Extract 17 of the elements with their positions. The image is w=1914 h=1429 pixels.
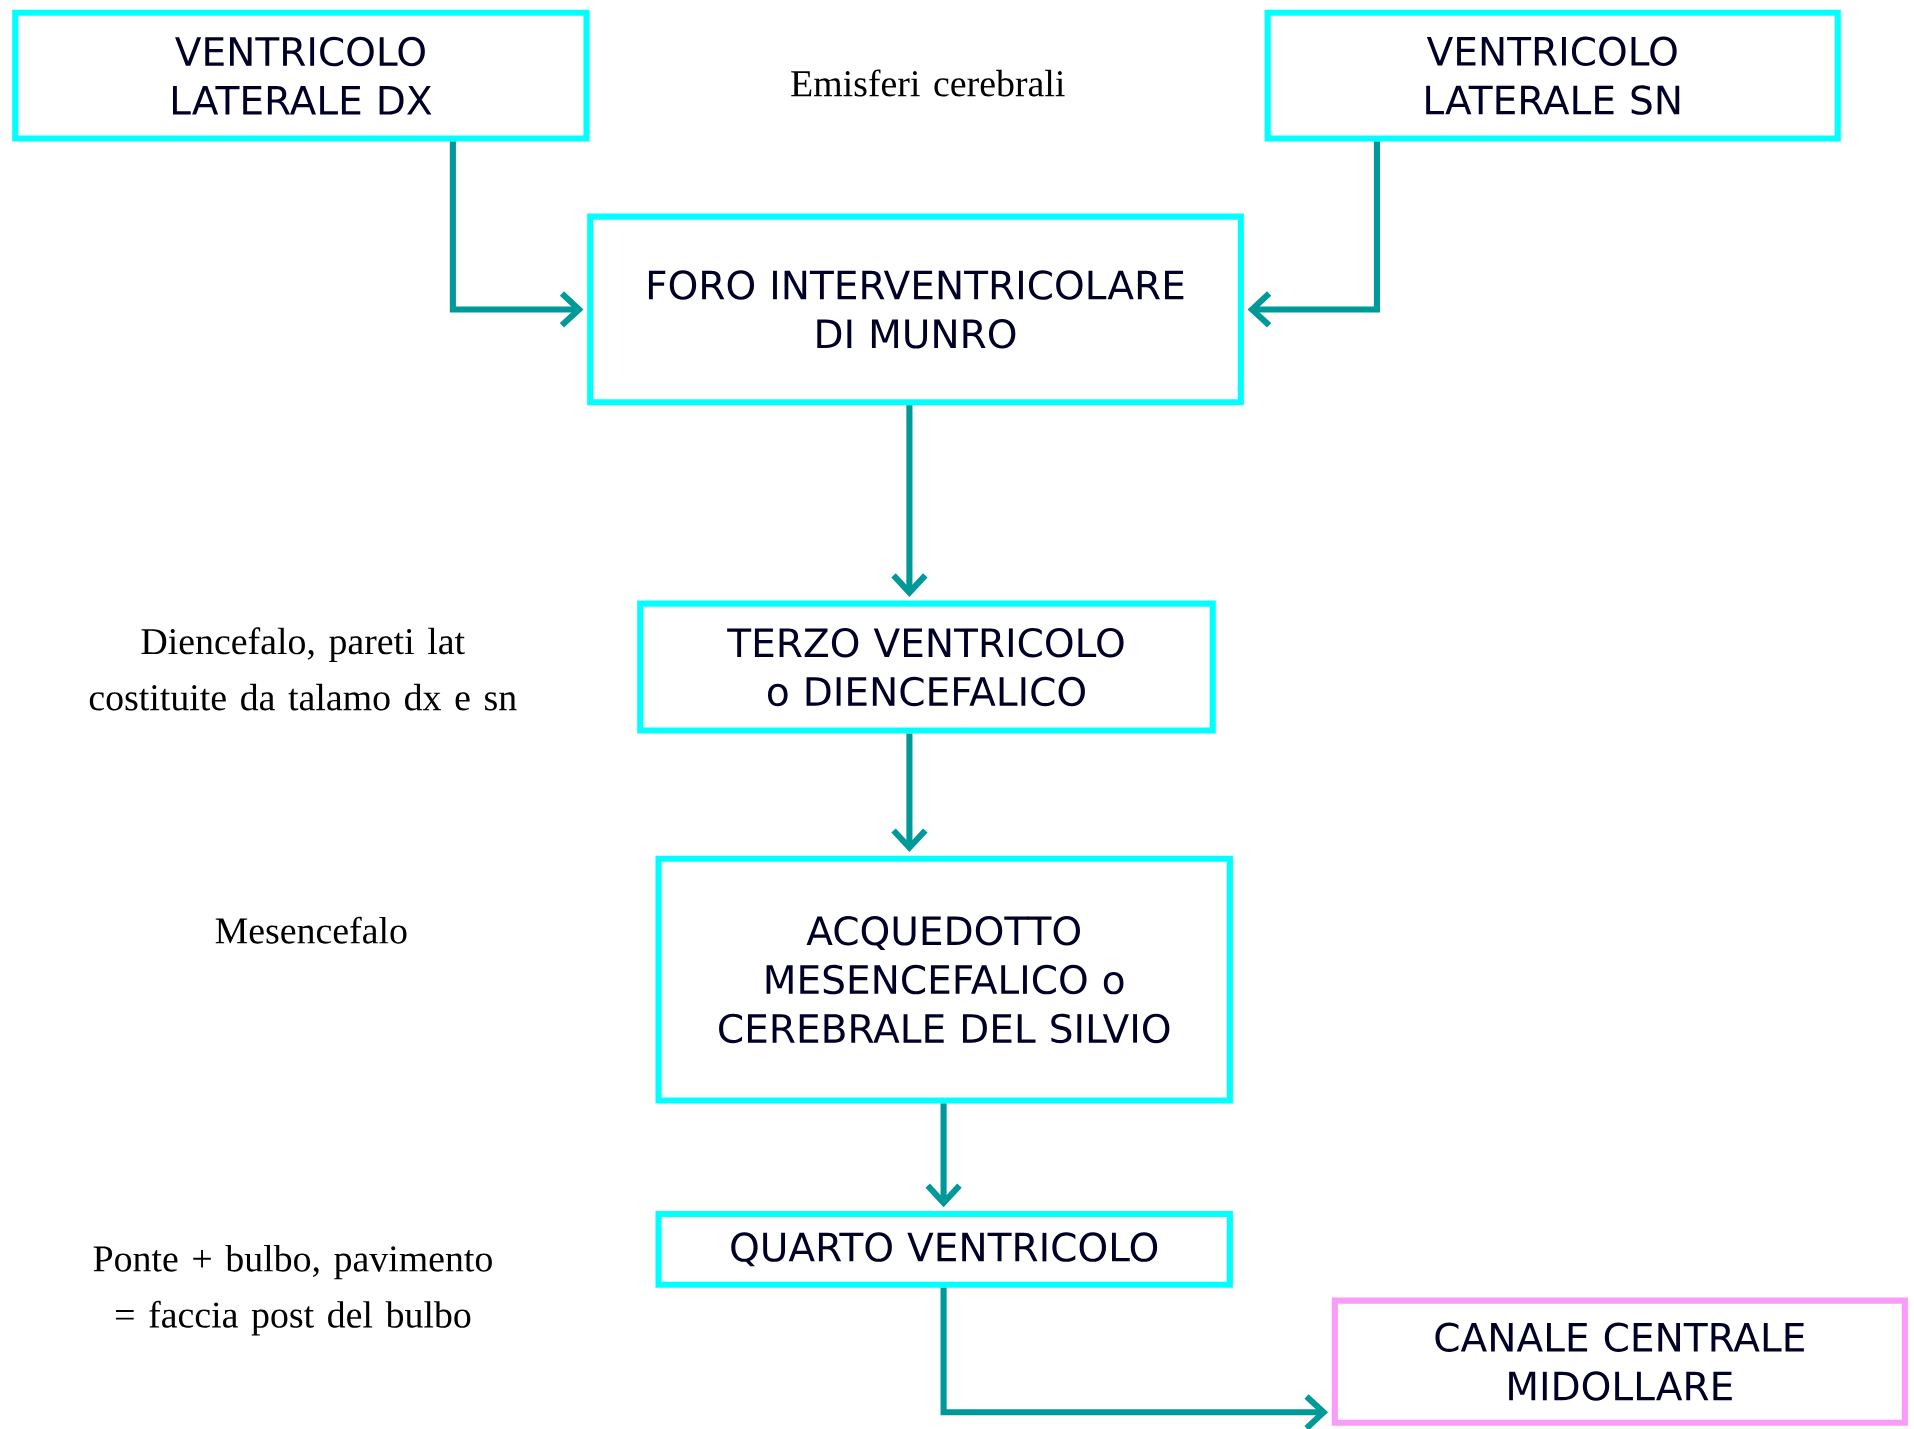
ventricle-box: TERZO VENTRICOLO o DIENCEFALICO [637, 600, 1216, 734]
region-label: Ponte + bulbo, pavimento = faccia post del bulbo [93, 1244, 492, 1336]
arrow [1247, 141, 1380, 328]
region-label: Mesencefalo [215, 916, 407, 944]
ventricle-box: CANALE CENTRALE MIDOLLARE [1331, 1297, 1908, 1426]
ventricle-box: QUARTO VENTRICOLO [655, 1210, 1233, 1288]
arrow [925, 1103, 962, 1208]
region-label: Emisferi cerebrali [791, 69, 1065, 97]
ventricle-box: ACQUEDOTTO MESENCEFALICO o CEREBRALE DEL SILVIO [655, 855, 1233, 1104]
arrow [891, 405, 928, 597]
ventricle-box: FORO INTERVENTRICOLARE DI MUNRO [587, 213, 1244, 406]
arrow [891, 733, 928, 852]
region-label: Diencefalo, pareti lat costituite da talamo dx e sn [89, 627, 517, 711]
arrow [940, 1287, 1329, 1429]
ventricle-box: VENTRICOLO LATERALE DX [12, 9, 590, 142]
ventricle-box: VENTRICOLO LATERALE SN [1264, 9, 1841, 142]
arrow [449, 141, 584, 328]
